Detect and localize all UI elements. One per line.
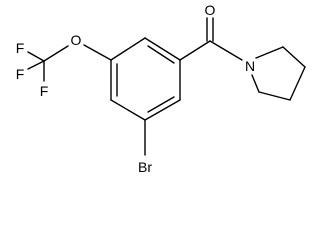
atom-label-fluorine: F	[16, 40, 25, 56]
ring-bond	[258, 91, 291, 101]
ring-double-bond	[147, 96, 175, 113]
bond-carbon-to-fluorine	[27, 60, 45, 70]
atom-label-nitrogen: N	[245, 58, 255, 74]
ring-bond	[110, 37, 146, 61]
ring-bond	[251, 74, 260, 93]
ring-bond	[255, 46, 284, 59]
pyrrolidine-ring: N	[245, 46, 306, 101]
carbonyl-group: O	[179, 2, 243, 61]
ring-double-bond	[147, 45, 175, 64]
atom-label-fluorine: F	[16, 66, 25, 82]
atom-label-oxygen-ether: O	[71, 32, 82, 48]
atom-label-oxygen-carbonyl: O	[205, 2, 216, 18]
ring-bond	[144, 37, 181, 61]
atom-label-fluorine: F	[40, 83, 49, 99]
bond-carbonyl-to-nitrogen	[209, 40, 243, 61]
bond-ring-to-oxygen	[83, 44, 112, 61]
bond-ring-to-carbonyl	[179, 40, 211, 61]
trifluoromethoxy-group: O F F F	[16, 32, 112, 99]
ring-bond	[289, 66, 306, 101]
benzene-ring	[110, 37, 181, 121]
ring-bond	[110, 99, 146, 121]
bond-oxygen-to-carbon	[43, 45, 69, 62]
atom-label-bromine: Br	[138, 159, 152, 175]
ring-bond	[282, 46, 306, 68]
bromine-substituent: Br	[138, 119, 152, 175]
ring-bond	[144, 99, 181, 121]
bond-carbon-to-fluorine	[27, 51, 45, 62]
chemical-structure-diagram: O N O F F F Br	[16, 2, 306, 175]
